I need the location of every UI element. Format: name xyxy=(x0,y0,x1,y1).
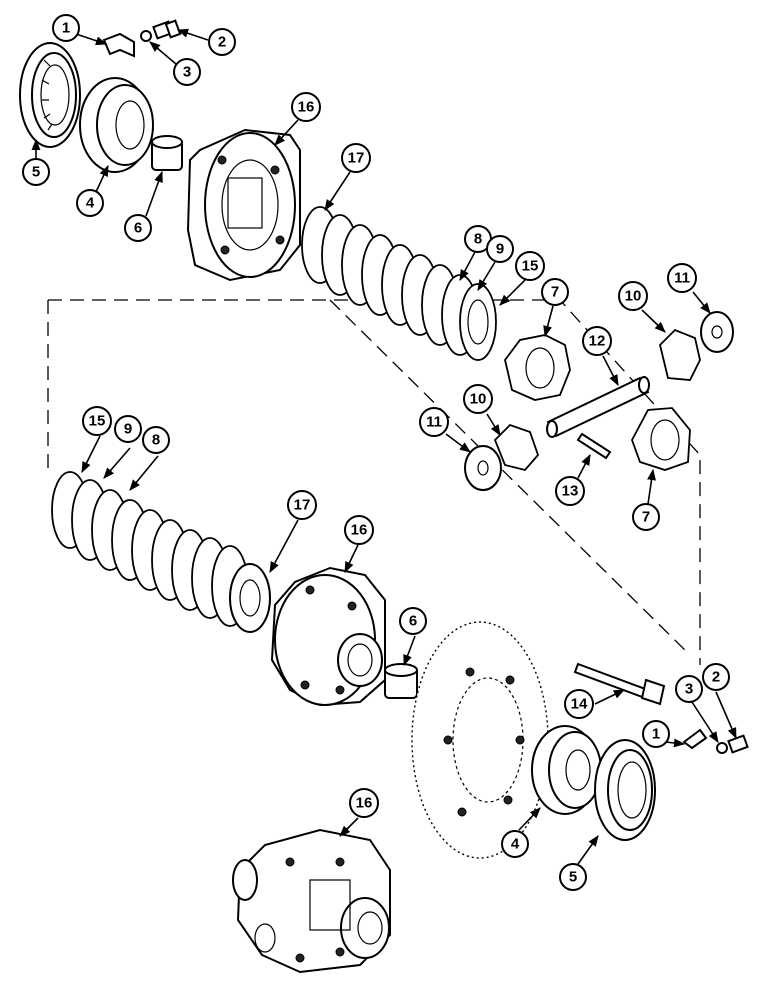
callout-13: 13 xyxy=(555,476,585,506)
svg-text:3: 3 xyxy=(183,64,191,81)
bearing-lower xyxy=(531,725,602,815)
callout-4-lower: 4 xyxy=(501,830,529,858)
svg-text:10: 10 xyxy=(470,391,487,408)
leader-lines xyxy=(31,28,737,865)
svg-text:9: 9 xyxy=(124,421,132,438)
clutch-plate-stack-lower xyxy=(51,471,271,633)
callout-6-top: 6 xyxy=(124,214,152,242)
callout-8-middle: 8 xyxy=(142,426,170,454)
callout-17-middle: 17 xyxy=(287,490,317,520)
svg-text:12: 12 xyxy=(589,333,606,350)
diff-case-assembled xyxy=(232,828,391,974)
ring-gear-bolt xyxy=(573,662,666,706)
callout-14: 14 xyxy=(564,689,594,719)
svg-text:9: 9 xyxy=(496,241,504,258)
svg-text:7: 7 xyxy=(642,509,650,526)
svg-text:1: 1 xyxy=(652,726,660,743)
pinion-gear-lower xyxy=(493,423,540,472)
svg-text:16: 16 xyxy=(298,99,315,116)
bushing-top xyxy=(151,135,183,171)
svg-text:16: 16 xyxy=(351,522,368,539)
svg-text:2: 2 xyxy=(712,669,720,686)
adjuster-ring-lower xyxy=(594,739,656,841)
thrust-washer-upper xyxy=(700,311,734,353)
thrust-washer-lower xyxy=(464,445,502,491)
svg-text:14: 14 xyxy=(571,696,588,713)
callout-3-top: 3 xyxy=(173,58,201,86)
callout-3-lower: 3 xyxy=(675,675,703,703)
bolt-top xyxy=(152,19,182,40)
washer-lower xyxy=(716,742,728,754)
bushing-middle xyxy=(384,663,418,699)
callout-10-lower: 10 xyxy=(463,384,493,414)
svg-text:15: 15 xyxy=(522,258,539,275)
callout-4-top: 4 xyxy=(76,189,104,217)
svg-text:10: 10 xyxy=(625,288,642,305)
roll-pin xyxy=(576,432,612,460)
callout-1-lower: 1 xyxy=(642,720,670,748)
callout-16-middle: 16 xyxy=(344,515,374,545)
svg-text:2: 2 xyxy=(218,34,226,51)
bolt-lower xyxy=(727,734,749,754)
svg-text:7: 7 xyxy=(551,284,559,301)
diff-case-top xyxy=(186,128,301,282)
lock-plate-top xyxy=(102,32,135,58)
svg-text:4: 4 xyxy=(86,195,95,212)
callout-2-lower: 2 xyxy=(702,663,730,691)
adjuster-ring-top xyxy=(19,42,81,148)
callout-15-middle: 15 xyxy=(82,406,112,436)
ring-gear xyxy=(411,621,549,859)
pinion-gear-upper xyxy=(659,328,701,381)
callout-5-lower: 5 xyxy=(559,863,587,891)
bearing-top xyxy=(79,77,154,173)
side-gear-lower xyxy=(631,407,691,471)
svg-text:11: 11 xyxy=(674,270,690,287)
callout-15-top: 15 xyxy=(515,251,545,281)
svg-text:1: 1 xyxy=(62,20,70,37)
svg-text:3: 3 xyxy=(685,681,693,698)
svg-text:6: 6 xyxy=(134,220,142,237)
callout-6-middle: 6 xyxy=(399,607,427,635)
svg-text:5: 5 xyxy=(32,164,40,181)
diff-case-middle xyxy=(270,566,386,707)
callout-10-upper: 10 xyxy=(618,281,648,311)
svg-text:16: 16 xyxy=(356,795,373,812)
callout-8-top: 8 xyxy=(464,225,492,253)
callout-12: 12 xyxy=(582,326,612,356)
callout-16-bottom: 16 xyxy=(349,788,379,818)
callout-11-upper: 11 xyxy=(667,263,697,293)
callout-17-top: 17 xyxy=(341,143,371,173)
svg-text:4: 4 xyxy=(511,836,520,853)
callout-7-lower: 7 xyxy=(632,503,660,531)
svg-text:6: 6 xyxy=(409,613,417,630)
svg-text:8: 8 xyxy=(474,231,482,248)
svg-text:17: 17 xyxy=(294,497,311,514)
svg-text:17: 17 xyxy=(348,150,365,167)
callout-2-top: 2 xyxy=(208,28,236,56)
svg-text:13: 13 xyxy=(562,483,579,500)
svg-text:5: 5 xyxy=(569,869,577,886)
washer-top xyxy=(140,30,152,42)
callout-9-top: 9 xyxy=(486,235,514,263)
svg-text:8: 8 xyxy=(152,432,160,449)
svg-text:15: 15 xyxy=(89,413,106,430)
assembly-alignment-line xyxy=(47,299,701,665)
callouts: 1 2 3 5 4 6 16 17 8 9 15 7 10 11 12 11 1… xyxy=(22,14,730,891)
side-gear-upper xyxy=(504,334,571,401)
callout-5-top: 5 xyxy=(22,158,50,186)
lock-plate-lower xyxy=(682,728,708,750)
callout-1-top: 1 xyxy=(52,14,80,42)
pinion-shaft xyxy=(546,376,650,438)
callout-11-lower: 11 xyxy=(419,407,449,437)
callout-7-upper: 7 xyxy=(541,278,569,306)
clutch-plate-stack-top xyxy=(301,206,497,361)
svg-text:11: 11 xyxy=(426,414,442,431)
callout-9-middle: 9 xyxy=(114,415,142,443)
callout-16-top: 16 xyxy=(291,92,321,122)
